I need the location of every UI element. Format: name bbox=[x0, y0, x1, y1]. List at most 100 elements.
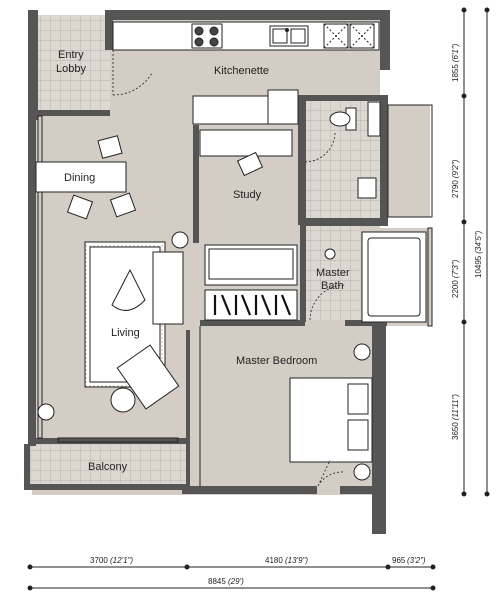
wall-study-bottom bbox=[200, 320, 305, 326]
dim-rtick-c bbox=[461, 219, 467, 225]
floor-balcony-tiles bbox=[28, 445, 186, 485]
column-living-bottom bbox=[37, 403, 55, 421]
label-study: Study bbox=[233, 189, 262, 201]
dim-right-seg3-mm: 2200 bbox=[451, 280, 460, 298]
dim-tick-a bbox=[27, 564, 33, 570]
wall-entry-right bbox=[105, 10, 113, 50]
window-tub-right bbox=[427, 227, 433, 327]
kitchenette-counter bbox=[112, 21, 380, 51]
wall-bath-top bbox=[300, 95, 388, 101]
walls bbox=[24, 10, 390, 534]
dining-furniture bbox=[35, 135, 137, 220]
island-tall-unit bbox=[267, 89, 299, 125]
floor-utility bbox=[388, 105, 430, 217]
dim-bottom-total-ft: (29') bbox=[228, 577, 244, 586]
dim-bottom-seg1-mm: 3700 bbox=[90, 556, 108, 565]
burner-1 bbox=[194, 26, 204, 36]
dim-bottom-seg2-mm: 4180 bbox=[265, 556, 283, 565]
shower-tray bbox=[357, 177, 377, 199]
wall-balcony-left bbox=[24, 444, 30, 490]
label-living: Living bbox=[111, 327, 140, 339]
bathtub-inner bbox=[367, 237, 421, 317]
living-furniture bbox=[37, 231, 189, 421]
dim-tick-e bbox=[27, 585, 33, 591]
bath-fixtures bbox=[324, 101, 427, 323]
wall-bottom-right bbox=[340, 486, 386, 494]
wall-top-left bbox=[28, 10, 38, 120]
wall-study-left bbox=[193, 125, 199, 243]
wall-corner-block bbox=[372, 320, 386, 534]
dim-rtick-d bbox=[461, 319, 467, 325]
bedroom-furniture bbox=[289, 343, 373, 481]
dining-chair-2 bbox=[66, 194, 94, 220]
wall-bedroom-top bbox=[345, 320, 387, 326]
label-entry-lobby-2: Lobby bbox=[56, 63, 86, 75]
dining-chair-3 bbox=[109, 192, 137, 218]
wall-entry-bottom bbox=[28, 110, 110, 116]
wall-left bbox=[28, 116, 36, 446]
wall-bottom-bedroom bbox=[182, 486, 317, 494]
bedroom-door-swing bbox=[317, 459, 345, 487]
study-chair bbox=[236, 151, 264, 177]
bookshelf-books bbox=[213, 294, 292, 316]
dim-right-seg1-ft: (6'1") bbox=[451, 43, 460, 62]
dim-right-total-ft: (34'5") bbox=[474, 230, 483, 253]
label-master-bath-1: Master bbox=[316, 267, 350, 279]
coffee-table bbox=[111, 268, 146, 311]
bed-pillow-bottom bbox=[347, 419, 369, 451]
dim-right-total-mm: 10495 bbox=[474, 255, 483, 278]
side-table bbox=[110, 387, 136, 413]
dining-counter bbox=[35, 161, 127, 193]
bed-pillow-top bbox=[347, 383, 369, 415]
burner-3 bbox=[194, 37, 204, 47]
study-desk bbox=[199, 129, 293, 157]
right-dimension-labels: 1855 (6'1") 2790(9'2") 2200 (7'3") 3650(11… bbox=[451, 43, 483, 440]
dim-right-seg1-mm: 1855 bbox=[451, 64, 460, 82]
bottom-dimension-labels: 3700 (12'1") 4180 (13'9") 965 (3'2") 884… bbox=[90, 556, 426, 586]
window-utility bbox=[387, 104, 433, 218]
sink-bowl-2 bbox=[290, 28, 306, 44]
label-master-bedroom: Master Bedroom bbox=[236, 355, 317, 367]
vanity-shelf bbox=[367, 101, 381, 137]
wall-top bbox=[108, 10, 390, 20]
wall-bath-lower-left bbox=[300, 226, 306, 322]
label-entry-lobby-1: Entry bbox=[58, 49, 84, 61]
study-bed-pillow bbox=[208, 248, 294, 280]
bath-door-swing bbox=[309, 284, 346, 321]
label-dining: Dining bbox=[64, 172, 95, 184]
sink-tap bbox=[285, 28, 289, 32]
dim-right-seg4: 3650(11'11") bbox=[451, 394, 460, 440]
dim-rtick-a bbox=[461, 7, 467, 13]
dim-right-total: 10495 (34'5") bbox=[474, 230, 483, 278]
study-door-swing bbox=[304, 131, 336, 163]
dim-right-seg4-ft: (11'11") bbox=[451, 394, 460, 421]
dim-bottom-seg3-mm: 965 bbox=[392, 556, 406, 565]
room-labels: Entry Lobby Kitchenette Dining Study Mas… bbox=[56, 49, 350, 473]
dim-tick-d bbox=[430, 564, 436, 570]
shower-drain bbox=[324, 248, 336, 260]
burner-2 bbox=[209, 26, 219, 36]
wall-bath-right bbox=[380, 95, 388, 220]
sofa bbox=[152, 251, 184, 325]
bottom-dimensions bbox=[27, 564, 436, 591]
label-kitchenette: Kitchenette bbox=[214, 65, 269, 77]
dim-right-seg2: 2790(9'2") bbox=[451, 159, 460, 198]
column-living-top bbox=[171, 231, 189, 249]
wall-bath-mid bbox=[300, 218, 388, 226]
dim-bottom-seg2-ft: (13'9") bbox=[285, 556, 308, 565]
toilet-bowl bbox=[329, 111, 351, 127]
dim-right-seg2-mm: 2790 bbox=[451, 180, 460, 198]
label-master-bath-2: Bath bbox=[321, 280, 344, 292]
dim-tick-f bbox=[430, 585, 436, 591]
label-balcony: Balcony bbox=[88, 461, 128, 473]
window-left bbox=[37, 115, 43, 439]
window-balcony-front bbox=[57, 437, 179, 443]
wall-bottom-living bbox=[28, 438, 186, 444]
dim-right-seg3-ft: (7'3") bbox=[451, 259, 460, 278]
dining-chair-1 bbox=[97, 135, 123, 159]
wall-living-divider bbox=[186, 330, 190, 490]
dim-right-seg3: 2200 (7'3") bbox=[451, 259, 460, 298]
dim-tick-b bbox=[184, 564, 190, 570]
dim-rtick-f bbox=[484, 7, 490, 13]
